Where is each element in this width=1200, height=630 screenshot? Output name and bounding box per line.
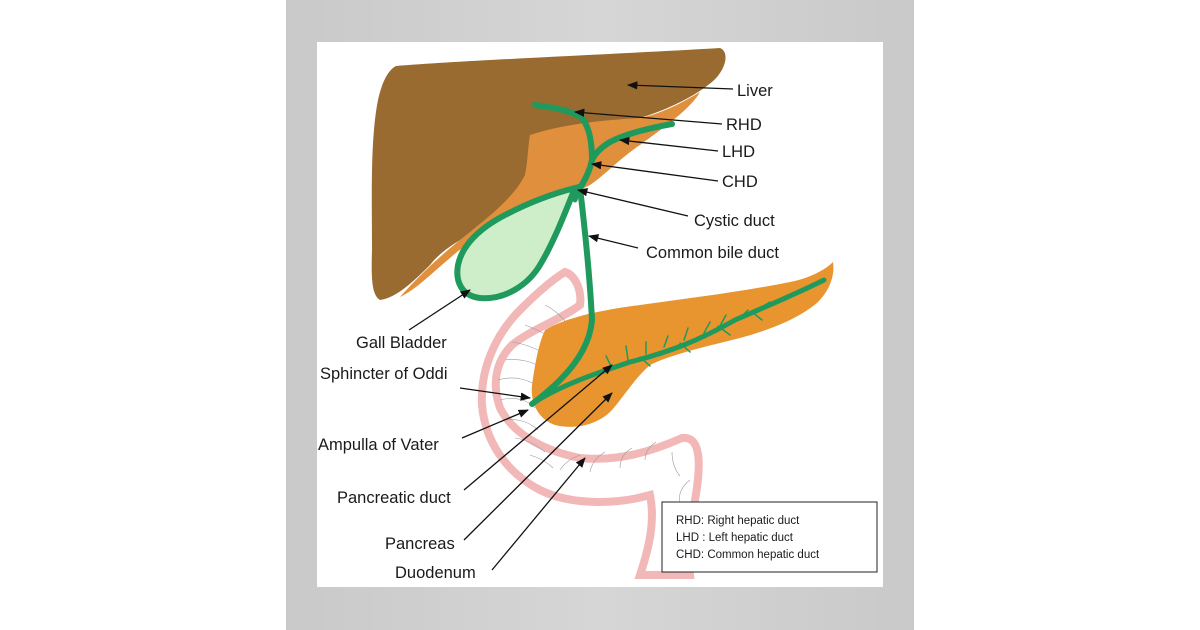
left-hepatic-duct (589, 121, 675, 163)
pointer-arrows (408, 81, 734, 571)
common-bile-duct (529, 185, 595, 407)
label-gall-bladder: Gall Bladder (356, 334, 447, 352)
arrow-rhd (573, 108, 723, 125)
label-cystic-duct: Cystic duct (694, 212, 775, 230)
bile-duct-system (529, 102, 827, 407)
label-lhd: LHD (722, 143, 755, 161)
legend-row-chd: CHD: Common hepatic duct (676, 549, 820, 561)
arrow-duodenum (491, 457, 586, 571)
arrow-common-bile-duct (587, 234, 639, 249)
label-ampulla-of-vater: Ampulla of Vater (318, 436, 439, 454)
label-common-bile-duct: Common bile duct (646, 244, 779, 262)
arrow-pancreatic-duct (463, 364, 613, 491)
legend-row-rhd: RHD: Right hepatic duct (676, 515, 800, 527)
arrow-sphincter-of-oddi (459, 387, 532, 401)
arrow-pancreas (463, 392, 613, 541)
legend-row-lhd: LHD : Left hepatic duct (676, 532, 794, 544)
pancreatic-duct (529, 277, 827, 407)
label-pancreatic-duct: Pancreatic duct (337, 489, 451, 507)
label-duodenum: Duodenum (395, 564, 476, 582)
arrow-lhd (618, 136, 719, 152)
gall-bladder-shape (454, 183, 581, 302)
arrow-ampulla-of-vater (461, 409, 529, 439)
arrow-gall-bladder (408, 289, 471, 331)
legend-box: RHD: Right hepatic duct LHD : Left hepat… (661, 501, 878, 573)
pancreatic-duct-branches (605, 301, 771, 369)
label-rhd: RHD (726, 116, 762, 134)
arrow-liver (626, 81, 734, 90)
structure-labels: Liver RHD LHD CHD Cystic duct Common bil… (318, 82, 779, 582)
arrow-chd (590, 161, 719, 182)
label-liver: Liver (737, 82, 773, 100)
label-sphincter-of-oddi: Sphincter of Oddi (320, 365, 448, 383)
arrow-cystic-duct (576, 188, 689, 217)
label-pancreas: Pancreas (385, 535, 455, 553)
right-hepatic-duct (532, 102, 595, 163)
label-chd: CHD (722, 173, 758, 191)
